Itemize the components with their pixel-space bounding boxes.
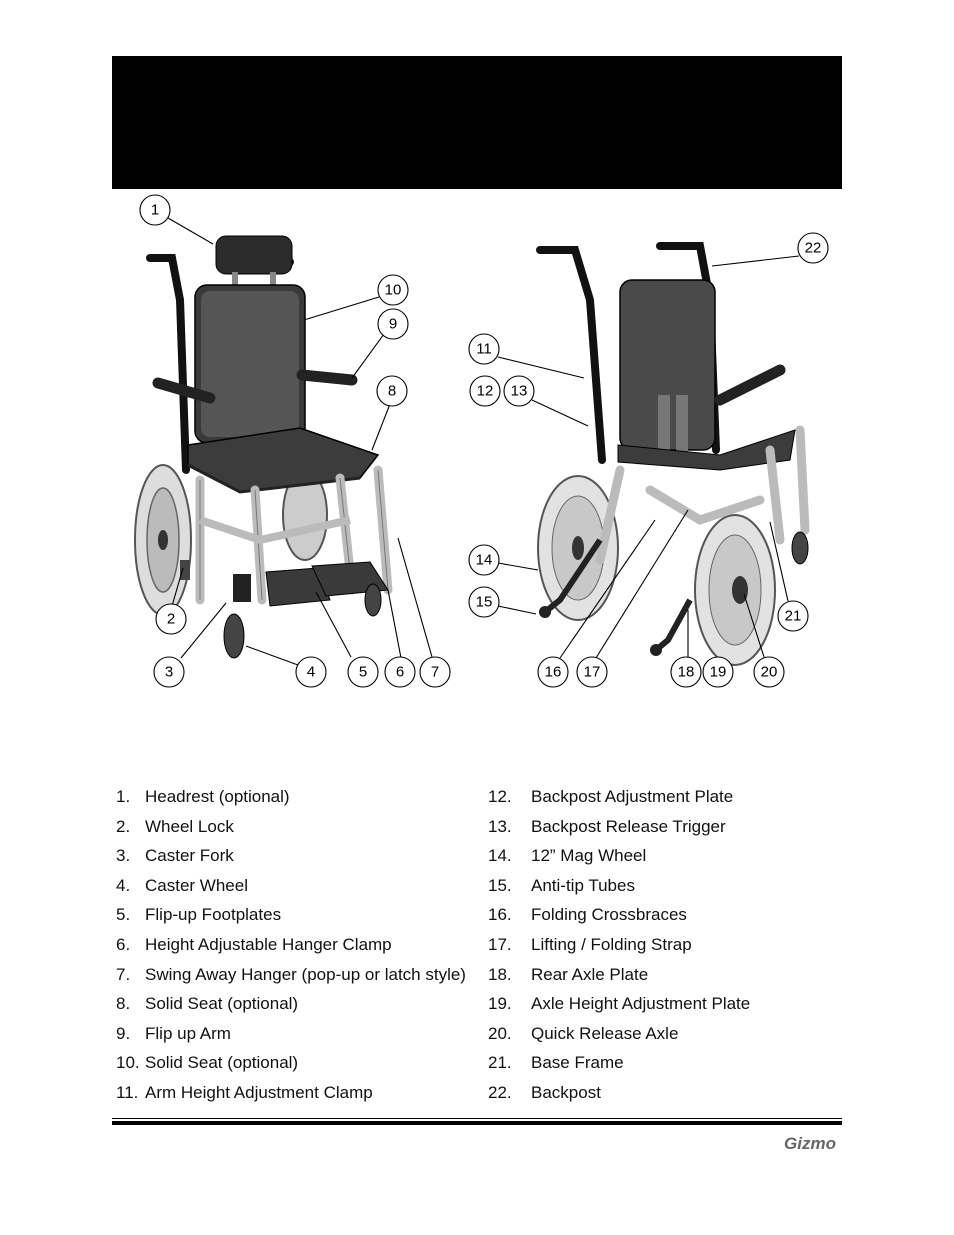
legend-item: 14.12” Mag Wheel <box>488 846 647 866</box>
legend-item: 19.Axle Height Adjustment Plate <box>488 994 751 1014</box>
legend-item: 4.Caster Wheel <box>116 875 248 895</box>
wheelchair-front-view <box>134 235 393 659</box>
callout-2: 2 <box>155 603 187 635</box>
footer-rule-thick <box>112 1121 842 1125</box>
svg-text:8: 8 <box>388 383 396 400</box>
callout-12: 12 <box>469 375 501 407</box>
header-bar <box>112 56 842 189</box>
legend-item: 10.Solid Seat (optional) <box>116 1053 299 1073</box>
svg-text:6: 6 <box>396 664 404 681</box>
svg-text:15: 15 <box>476 594 493 611</box>
legend-item: 13.Backpost Release Trigger <box>488 816 726 836</box>
callout-3: 3 <box>153 656 185 688</box>
callout-14: 14 <box>468 544 500 576</box>
callout-22: 22 <box>797 232 829 264</box>
legend-item: 22.Backpost <box>488 1082 601 1102</box>
callout-8: 8 <box>376 375 408 407</box>
leader-lines <box>167 217 800 666</box>
callout-7: 7 <box>419 656 451 688</box>
legend-item: 9.Flip up Arm <box>116 1023 231 1043</box>
callout-6: 6 <box>384 656 416 688</box>
legend-item: 15.Anti-tip Tubes <box>488 875 635 895</box>
callout-13: 13 <box>503 375 535 407</box>
callout-21: 21 <box>777 600 809 632</box>
callout-18: 18 <box>670 656 702 688</box>
svg-text:11: 11 <box>476 341 492 358</box>
callout-5: 5 <box>347 656 379 688</box>
legend-item: 20.Quick Release Axle <box>488 1023 679 1043</box>
legend-item: 6.Height Adjustable Hanger Clamp <box>116 934 392 954</box>
svg-text:22: 22 <box>805 240 822 257</box>
svg-text:1: 1 <box>151 202 159 219</box>
svg-text:4: 4 <box>307 664 315 681</box>
svg-text:19: 19 <box>710 664 727 681</box>
callout-4: 4 <box>295 656 327 688</box>
svg-text:3: 3 <box>165 664 173 681</box>
svg-text:18: 18 <box>678 664 695 681</box>
callout-1: 1 <box>139 194 171 226</box>
svg-text:14: 14 <box>476 552 493 569</box>
wheelchair-rear-view <box>536 242 810 666</box>
callout-10: 10 <box>377 274 409 306</box>
svg-text:9: 9 <box>389 316 397 333</box>
legend-item: 11.Arm Height Adjustment Clamp <box>116 1082 373 1102</box>
legend-item: 1.Headrest (optional) <box>116 787 290 806</box>
wheelchair-diagram: 1 2 3 4 5 6 7 8 9 10 11 12 13 14 15 16 1… <box>134 194 829 688</box>
svg-text:17: 17 <box>584 664 601 681</box>
callout-15: 15 <box>468 586 500 618</box>
legend-item: 5.Flip-up Footplates <box>116 905 282 925</box>
callout-19: 19 <box>702 656 734 688</box>
footer-brand: Gizmo <box>784 1134 836 1153</box>
svg-text:12: 12 <box>477 383 494 400</box>
svg-text:2: 2 <box>167 611 175 628</box>
svg-text:13: 13 <box>511 383 528 400</box>
callout-9: 9 <box>377 308 409 340</box>
legend-item: 21.Base Frame <box>488 1053 624 1073</box>
legend-item: 18.Rear Axle Plate <box>488 964 649 984</box>
callout-11: 11 <box>468 333 500 365</box>
footer-rule-thin <box>112 1118 842 1119</box>
svg-text:16: 16 <box>545 664 562 681</box>
svg-text:5: 5 <box>359 664 367 681</box>
callout-17: 17 <box>576 656 608 688</box>
svg-text:10: 10 <box>385 282 402 299</box>
legend-item: 7.Swing Away Hanger (pop-up or latch sty… <box>116 964 466 984</box>
svg-text:7: 7 <box>431 664 439 681</box>
parts-legend-right: 12.Backpost Adjustment Plate 13.Backpost… <box>488 782 750 1108</box>
svg-text:20: 20 <box>761 664 778 681</box>
callout-20: 20 <box>753 656 785 688</box>
legend-item: 16.Folding Crossbraces <box>488 905 687 925</box>
legend-item: 2.Wheel Lock <box>116 816 234 836</box>
svg-text:21: 21 <box>785 608 802 625</box>
legend-item: 3.Caster Fork <box>116 846 234 866</box>
parts-legend-left: 1.Headrest (optional) 2.Wheel Lock 3.Cas… <box>116 782 466 1108</box>
legend-item: 17.Lifting / Folding Strap <box>488 934 692 954</box>
legend-item: 12.Backpost Adjustment Plate <box>488 787 734 806</box>
legend-item: 8.Solid Seat (optional) <box>116 994 299 1014</box>
callout-16: 16 <box>537 656 569 688</box>
